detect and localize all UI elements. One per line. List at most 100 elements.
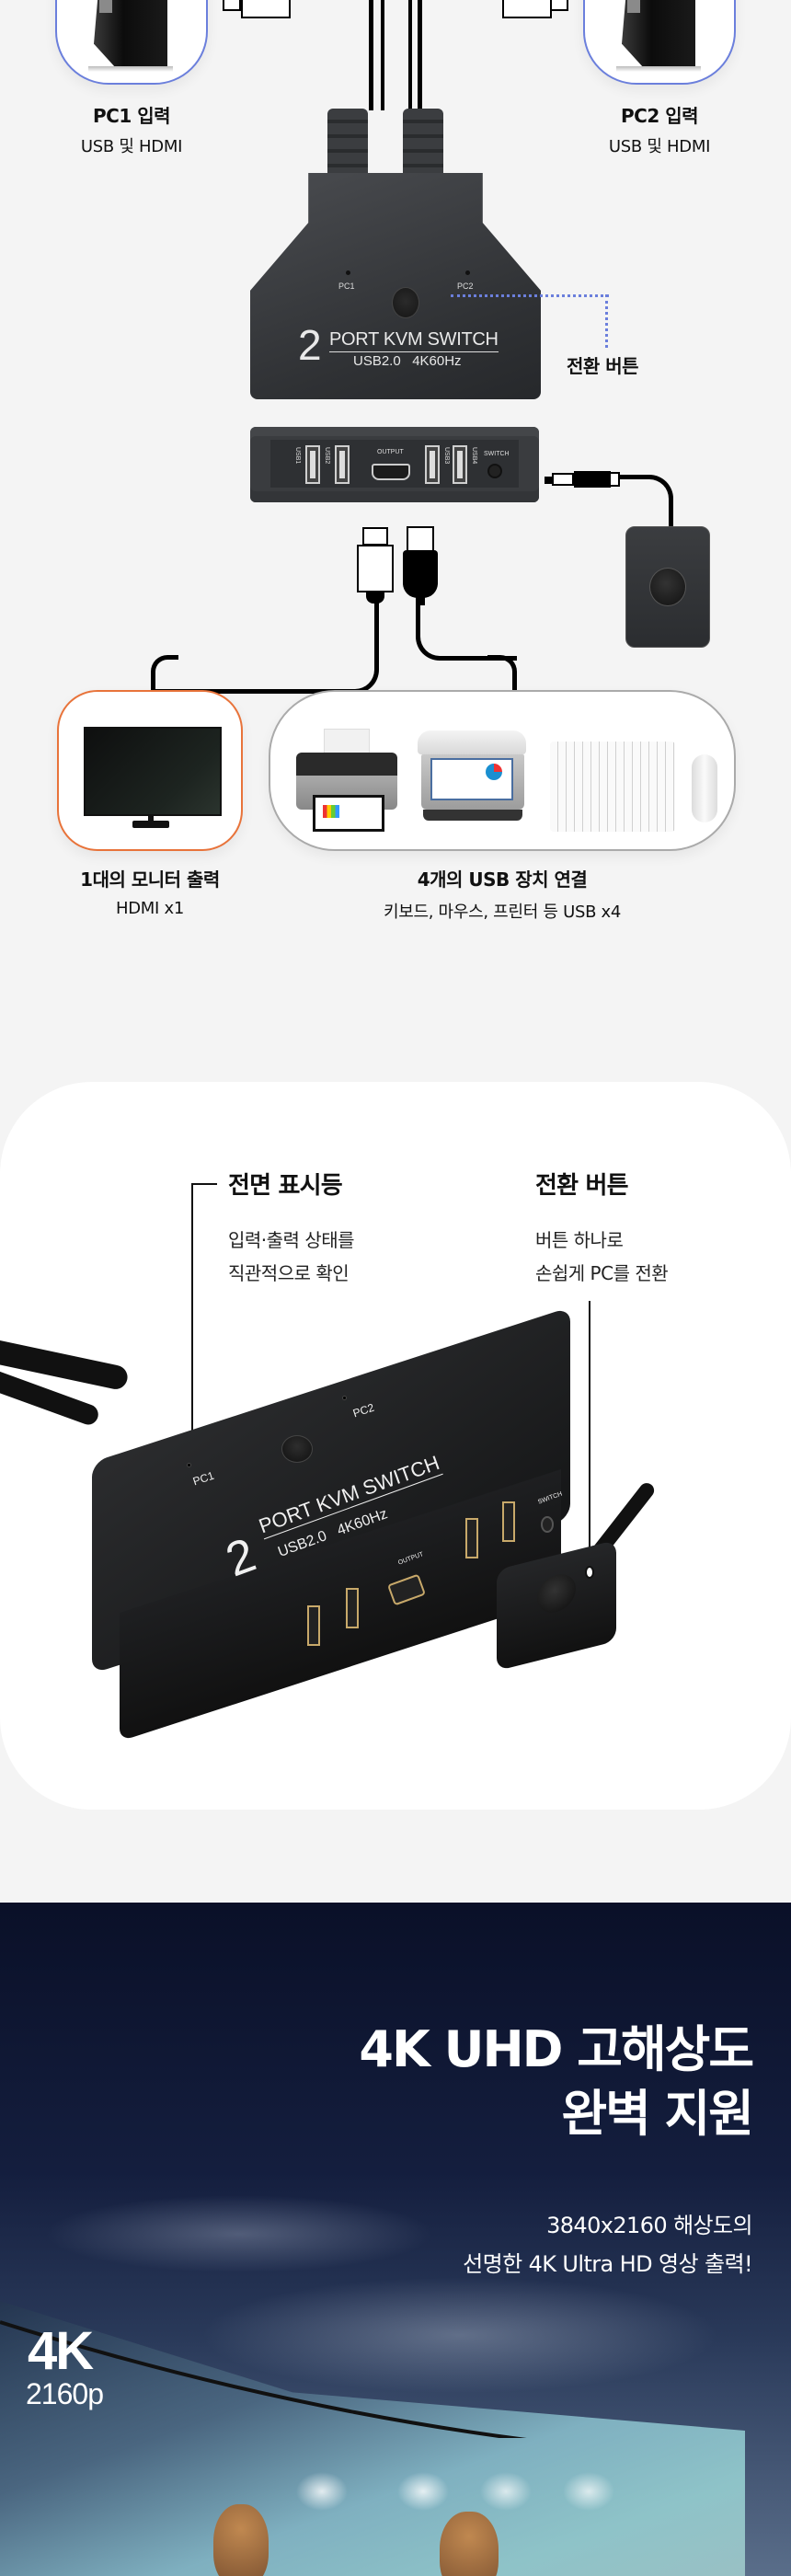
hdmi-plug-body-left bbox=[241, 0, 291, 18]
pc2-led-icon bbox=[465, 270, 470, 275]
keyboard-icon bbox=[550, 742, 675, 832]
uhd-description: 3840x2160 해상도의 선명한 4K Ultra HD 영상 출력! bbox=[463, 2206, 752, 2283]
usb-devices-subtitle: 키보드, 마우스, 프린터 등 USB x4 bbox=[383, 903, 622, 922]
pc-tower-icon bbox=[94, 0, 167, 68]
indicator-desc-line-2: 직관적으로 확인 bbox=[228, 1262, 350, 1284]
cable-left bbox=[291, 0, 373, 110]
indicator-leader-vertical bbox=[191, 1183, 193, 1450]
hdmi-plug-icon-left bbox=[223, 0, 241, 11]
usb4-label: USB4 bbox=[471, 447, 477, 465]
switch-button-callout: 전환 버튼 bbox=[567, 355, 639, 377]
pc2-label: PC2 입력 USB 및 HDMI bbox=[567, 101, 751, 157]
strain-relief-left bbox=[327, 109, 368, 180]
pc1-led-icon bbox=[187, 1463, 191, 1467]
usb-cable-corner bbox=[487, 655, 517, 692]
usb2-label: USB2 bbox=[324, 447, 330, 465]
badge-2160p: 2160p bbox=[26, 2377, 104, 2410]
strain-relief-right bbox=[403, 109, 443, 180]
switch-button-icon bbox=[281, 1435, 313, 1463]
usb-plug-tip-icon bbox=[407, 526, 434, 552]
indicator-desc-line-1: 입력·출력 상태를 bbox=[228, 1229, 355, 1251]
uhd-title-line-2: 완벽 지원 bbox=[561, 2085, 754, 2143]
monitor-stand bbox=[132, 821, 169, 828]
scanner-lid bbox=[418, 730, 526, 754]
cable-left-2 bbox=[294, 0, 384, 110]
pc2-card bbox=[583, 0, 736, 85]
scanner-doc bbox=[430, 758, 513, 800]
usb-plug-body-icon bbox=[403, 550, 438, 598]
button-leader-vertical bbox=[589, 1301, 590, 1571]
output-label: OUTPUT bbox=[377, 449, 404, 455]
kvm-spec: USB2.0 4K60Hz bbox=[353, 353, 462, 369]
monitor-card bbox=[57, 690, 243, 851]
monitor-label: 1대의 모니터 출력 HDMI x1 bbox=[57, 865, 243, 918]
usb3-label: USB3 bbox=[443, 447, 450, 465]
callout-line-vertical bbox=[605, 294, 608, 348]
usb2-port-icon bbox=[335, 445, 350, 484]
usb4-port-icon bbox=[453, 445, 467, 484]
cable-right bbox=[418, 0, 504, 110]
remote-button-icon bbox=[537, 1570, 576, 1617]
usb4-port-icon bbox=[502, 1501, 515, 1542]
usb1-port-icon bbox=[307, 1605, 320, 1646]
hdmi-plug-body-icon bbox=[357, 545, 394, 592]
switch-button-icon bbox=[392, 287, 419, 318]
jack-ring-icon bbox=[552, 473, 574, 486]
pc-tower-foot bbox=[616, 66, 701, 72]
button-desc-line-1: 버튼 하나로 bbox=[535, 1229, 624, 1251]
usb-cable-down bbox=[416, 602, 517, 661]
usb3-port-icon bbox=[465, 1518, 478, 1558]
cable-right-2 bbox=[408, 0, 500, 110]
jack-tip-icon bbox=[545, 477, 554, 484]
switch-jack-label: SWITCH bbox=[484, 451, 510, 457]
remote-button-icon bbox=[649, 568, 686, 606]
pc2-led-label: PC2 bbox=[457, 282, 474, 291]
usb-devices-card bbox=[269, 690, 736, 851]
pc-tower-foot bbox=[88, 66, 173, 72]
button-leader-dot bbox=[585, 1566, 594, 1579]
usb3-port-icon bbox=[425, 445, 440, 484]
viewer-head-right bbox=[440, 2512, 499, 2576]
pc1-title: PC1 입력 bbox=[92, 105, 171, 127]
hdmi-cable-down bbox=[151, 602, 379, 694]
indicator-title: 전면 표시등 bbox=[228, 1172, 343, 1200]
monitor-subtitle: HDMI x1 bbox=[116, 899, 184, 918]
usb1-label: USB1 bbox=[294, 447, 301, 465]
kvm-switch-top-view: PC1 PC2 2 PORT KVM SWITCH USB2.0 4K60Hz bbox=[250, 173, 541, 399]
printer-paper-out bbox=[313, 795, 384, 832]
kvm-switch-back-view: USB1 USB2 OUTPUT USB3 USB4 SWITCH bbox=[250, 427, 539, 502]
jack-body-icon bbox=[574, 471, 611, 488]
audio-jack-icon bbox=[541, 1516, 554, 1533]
printer-icon bbox=[296, 729, 397, 832]
pc2-title: PC2 입력 bbox=[620, 105, 699, 127]
usb2-port-icon bbox=[346, 1588, 359, 1628]
pc1-subtitle: USB 및 HDMI bbox=[80, 137, 183, 156]
mouse-icon bbox=[692, 754, 717, 822]
monitor-icon bbox=[84, 727, 222, 816]
usb1-port-icon bbox=[305, 445, 320, 484]
pc2-subtitle: USB 및 HDMI bbox=[608, 137, 711, 156]
hdmi-plug-icon-right bbox=[550, 0, 568, 11]
remote-switch bbox=[625, 526, 710, 648]
button-title: 전환 버튼 bbox=[535, 1172, 629, 1200]
pc2-led-icon bbox=[342, 1396, 347, 1400]
scanner-base bbox=[423, 810, 522, 821]
audio-jack-icon bbox=[487, 464, 502, 478]
hdmi-plug-neck-icon bbox=[366, 592, 384, 604]
indicator-leader-horizontal bbox=[191, 1183, 217, 1185]
hdmi-output-port-icon bbox=[372, 464, 410, 480]
button-desc-line-2: 손쉽게 PC를 전환 bbox=[535, 1262, 669, 1284]
monitor-bezel-icon bbox=[0, 2320, 527, 2438]
hdmi-cable-corner bbox=[151, 655, 178, 692]
hdmi-plug-tip-icon bbox=[362, 527, 388, 546]
pc-tower-icon bbox=[622, 0, 695, 68]
pc1-led-icon bbox=[346, 270, 350, 275]
remote-cable bbox=[618, 475, 673, 528]
usb-devices-label: 4개의 USB 장치 연결 키보드, 마우스, 프린터 등 USB x4 bbox=[269, 865, 736, 923]
printer-paper-in bbox=[324, 729, 370, 754]
viewer-head-left bbox=[213, 2504, 269, 2576]
monitor-neck bbox=[148, 815, 154, 822]
uhd-desc-line-2: 선명한 4K Ultra HD 영상 출력! bbox=[463, 2251, 752, 2277]
monitor-title: 1대의 모니터 출력 bbox=[80, 868, 220, 891]
hdmi-plug-body-right bbox=[502, 0, 552, 18]
